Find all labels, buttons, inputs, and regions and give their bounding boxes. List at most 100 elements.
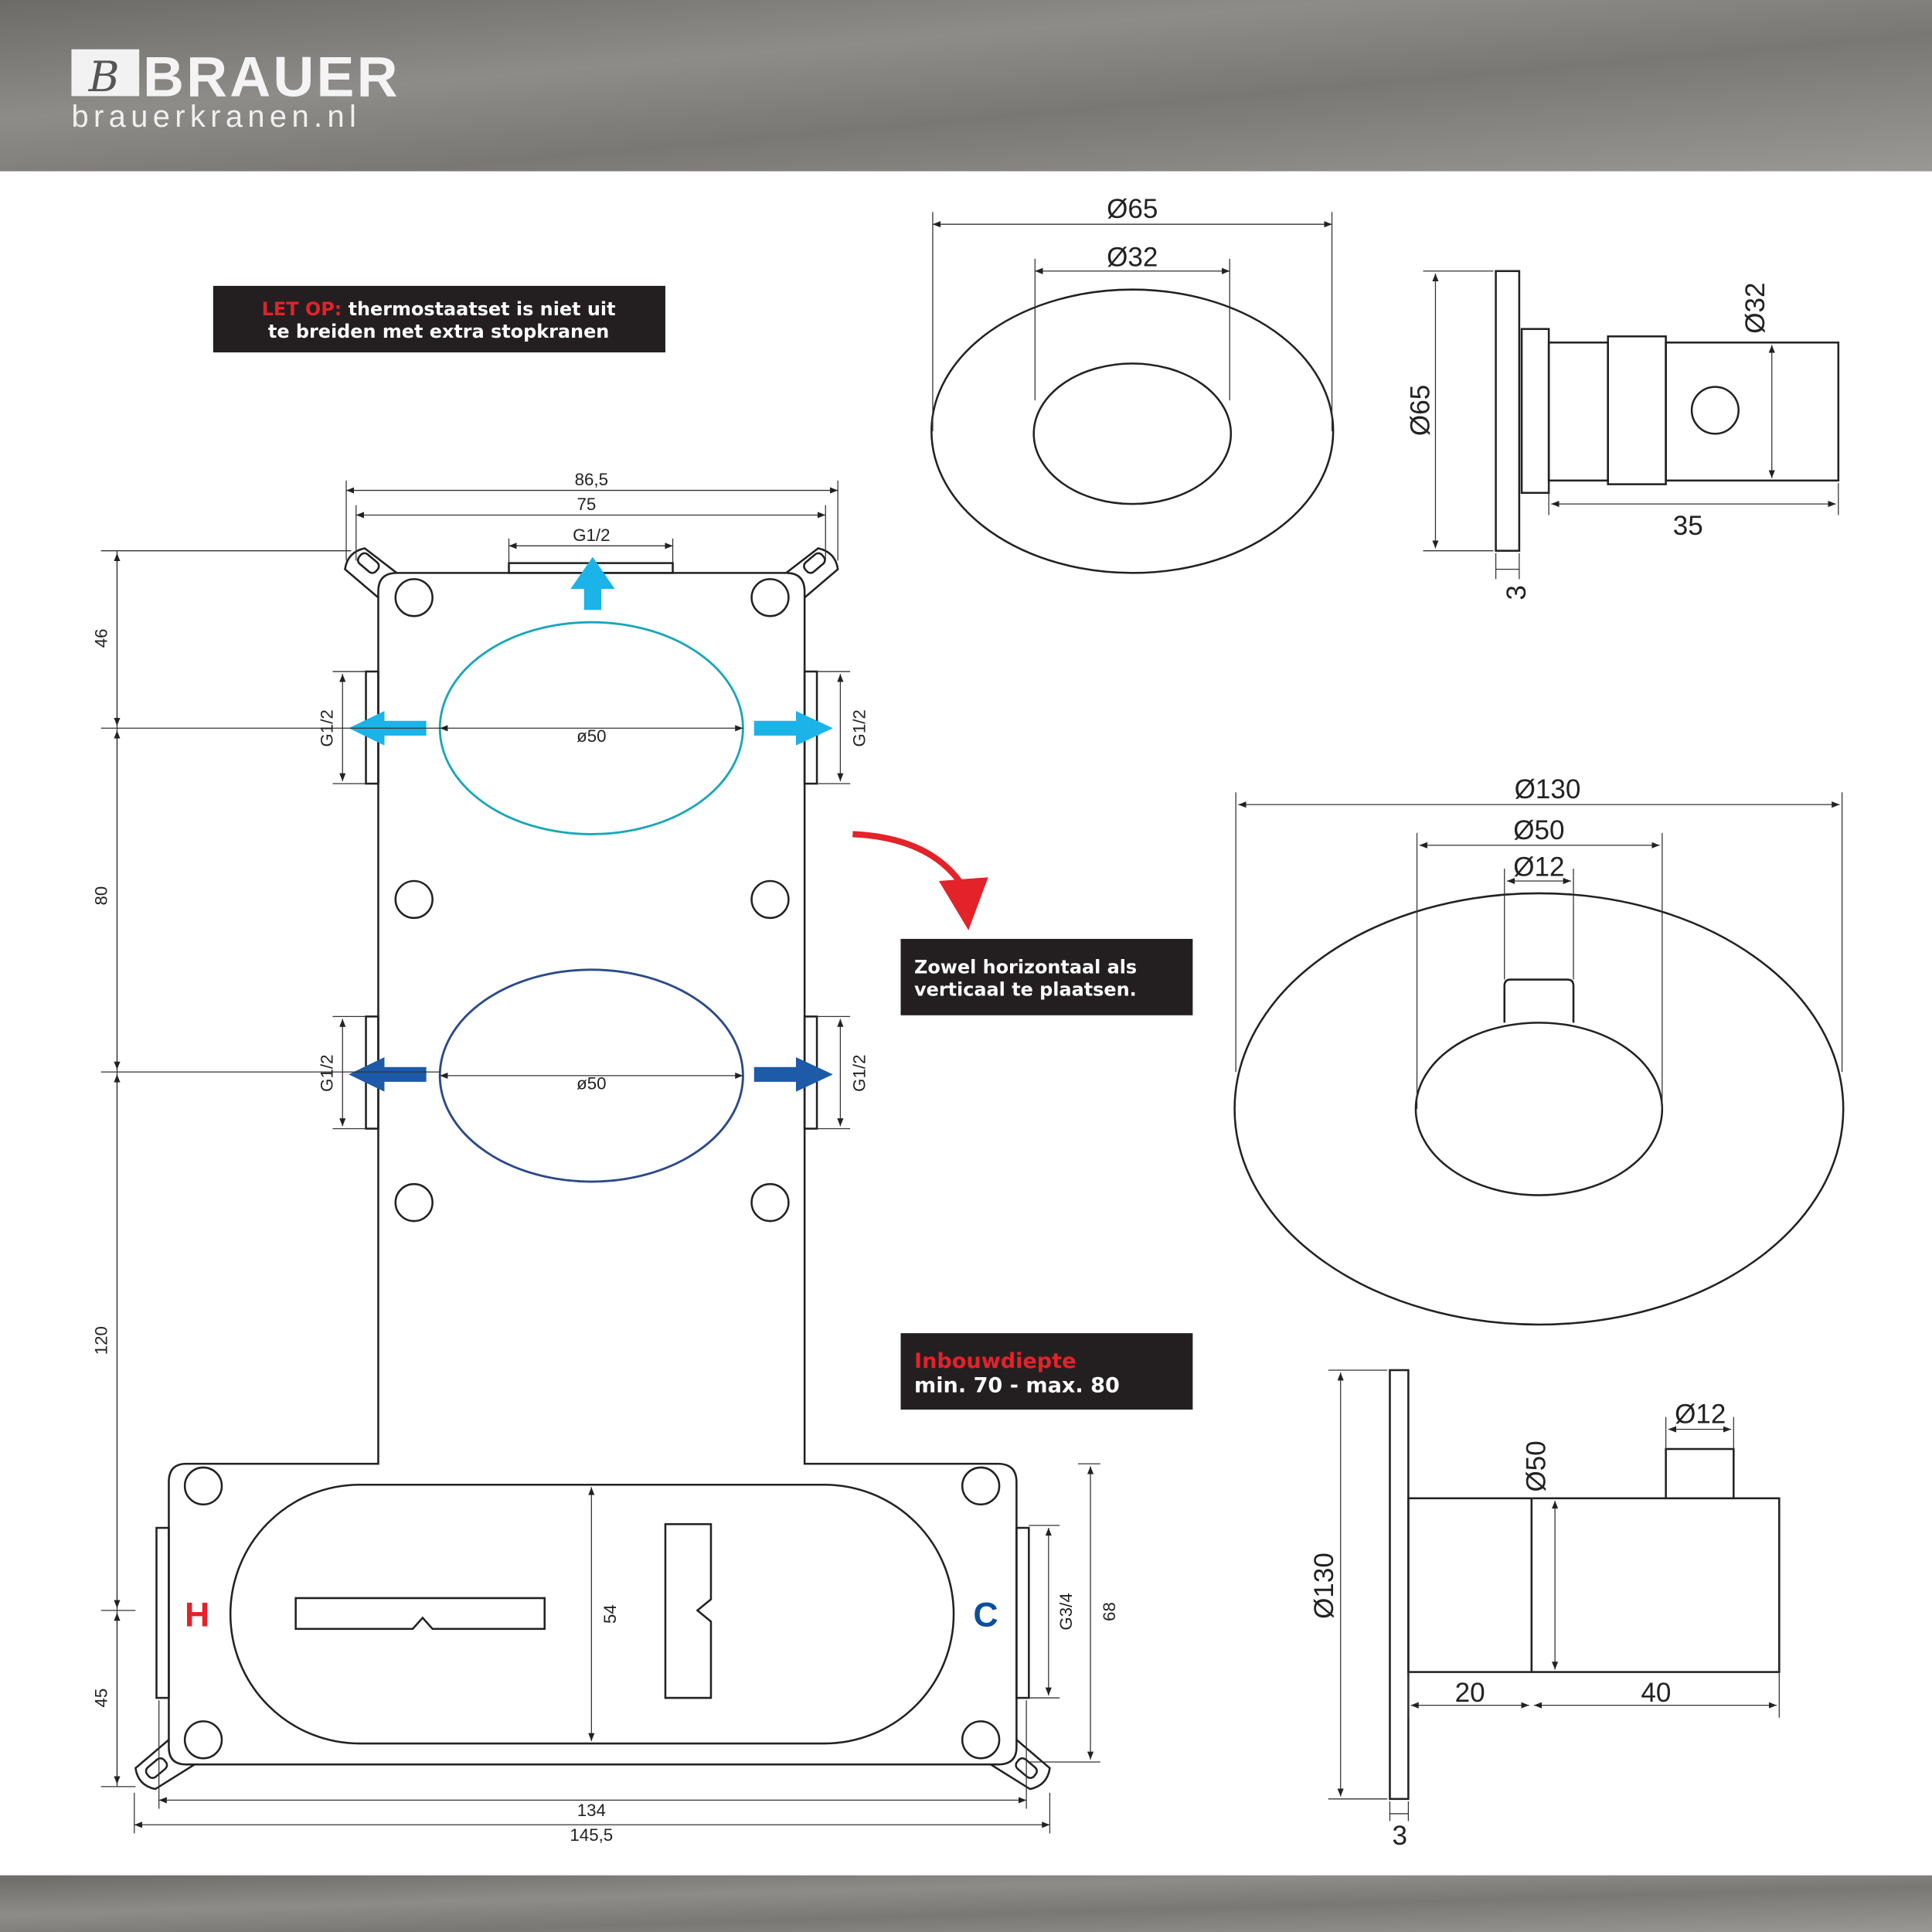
warning-prefix: LET OP:: [262, 298, 342, 320]
drawing-g: [1328, 1369, 1780, 1821]
footer-banner: [0, 1875, 1932, 1932]
drawing-ellipse: [1032, 362, 1233, 505]
drawing-ellipse: [1233, 892, 1845, 1326]
bottom-width-inner: 134: [577, 1801, 606, 1820]
depth-value: min. 70 - max. 80: [914, 1374, 1120, 1398]
large-side-height-dim: Ø130: [1309, 1553, 1339, 1619]
drawing-circle: [394, 1182, 434, 1223]
orientation-line2: verticaal te plaatsen.: [914, 978, 1137, 1000]
drawing-path: [344, 547, 398, 599]
bottom-width-outer: 145,5: [570, 1825, 613, 1845]
large-side-knob-dim: Ø50: [1521, 1440, 1551, 1492]
plate-dimensions: 86,5 75 G1/2 46 80 120 45 G1/2 G1/2 G1/2: [92, 470, 1119, 1845]
arrow-right-icon: [753, 710, 833, 746]
drawing-path: [294, 1597, 546, 1631]
drawing-g: [932, 212, 1333, 432]
drawing-g: [134, 547, 1051, 1791]
top-width-outer: 86,5: [575, 470, 608, 489]
mounting-plate: ø50 ø50 H C 54: [134, 547, 1051, 1791]
drawing-path: [785, 547, 839, 599]
drawing-rect: [1407, 1497, 1781, 1673]
depth-title: Inbouwdiepte: [914, 1349, 1076, 1373]
drawing-circle: [750, 578, 790, 617]
arrow-up-icon: [570, 556, 615, 611]
hot-label: H: [185, 1597, 209, 1634]
upper-circle-diameter: ø50: [577, 726, 606, 746]
orientation-line1: Zowel horizontaal als: [914, 957, 1137, 978]
header-banner: B BRAUER brauerkranen.nl: [0, 0, 1932, 172]
top-outlet-thread: G1/2: [573, 526, 610, 545]
small-rosette-front: Ø65 Ø32: [930, 194, 1335, 574]
drawing-circle: [394, 879, 434, 920]
drawing-circle: [183, 1466, 223, 1506]
warning-line2: te breiden met extra stopkranen: [268, 321, 609, 342]
arrow-right-icon: [753, 1056, 833, 1092]
side-thread-ll: G1/2: [317, 1055, 336, 1092]
drawing-circle: [750, 879, 790, 920]
large-side-depth1-dim: 20: [1455, 1678, 1485, 1708]
drawing-path: [990, 1739, 1051, 1791]
small-rosette-outer-dim: Ø65: [1107, 194, 1158, 224]
drawing-g: [155, 670, 1030, 1699]
drawing-circle: [961, 1466, 1001, 1506]
warning-line1: thermostaatset is niet uit: [349, 298, 616, 320]
drawing-rect: [803, 552, 826, 574]
top-width-inner: 75: [577, 495, 597, 514]
drawing-rect: [356, 552, 380, 574]
small-side-height-dim: Ø65: [1405, 385, 1435, 436]
mounting-holes: [183, 578, 1001, 1760]
drawing-rect: [1520, 328, 1550, 495]
large-side-view: Ø130 Ø50 Ø12 20 40 3: [1309, 1369, 1781, 1851]
brand-website: brauerkranen.nl: [71, 100, 361, 134]
lower-circle-diameter: ø50: [577, 1073, 606, 1093]
inlet-thread: G3/4: [1056, 1593, 1076, 1630]
drawing-g: [1029, 1463, 1100, 1763]
drawing-rect: [1015, 1757, 1038, 1779]
drawing-rect: [1015, 1526, 1030, 1699]
large-side-stem-dim: Ø12: [1675, 1400, 1726, 1430]
side-thread-ul: G1/2: [317, 709, 336, 747]
drawing-g: [332, 671, 851, 1130]
drawing-text: B: [88, 53, 120, 101]
drawing-text: LET OP: thermostaatset is niet uit: [262, 298, 616, 320]
drawing-rect: [155, 1526, 170, 1699]
bottom-height: 68: [1100, 1602, 1119, 1621]
drawing-rect: [1607, 335, 1667, 485]
drawing-rect: [229, 1483, 955, 1745]
drawing-rect: [1495, 270, 1521, 552]
drawing-rect: [1389, 1369, 1410, 1801]
small-side-depth-dim: 35: [1673, 511, 1703, 541]
side-thread-ur: G1/2: [849, 709, 869, 747]
small-side-plate-dim: 3: [1502, 585, 1532, 600]
installation-depth-note: Inbouwdiepte min. 70 - max. 80: [900, 1333, 1193, 1410]
drawing-circle: [961, 1720, 1001, 1760]
drawing-path: [664, 1522, 713, 1699]
drawing-g: [1423, 270, 1839, 580]
large-side-depth2-dim: 40: [1641, 1678, 1671, 1708]
dim-80: 80: [92, 886, 111, 906]
drawing-path: [134, 1739, 196, 1791]
large-side-plate-dim: 3: [1392, 1821, 1407, 1851]
drawing-path: [1503, 978, 1575, 1023]
drawing-circle: [750, 1182, 790, 1223]
red-arrow-head: [938, 877, 988, 930]
drawing-ellipse: [930, 288, 1335, 574]
orientation-note: Zowel horizontaal als verticaal te plaat…: [900, 938, 1193, 1015]
dim-46: 46: [92, 628, 111, 648]
brand-logo-mark: [71, 49, 140, 97]
small-side-knob-dim: Ø32: [1740, 282, 1770, 333]
drawing-rect: [213, 285, 665, 352]
dim-45: 45: [92, 1689, 111, 1708]
large-rosette-stem-dim: Ø12: [1513, 852, 1564, 883]
drawing-rect: [1665, 1447, 1735, 1500]
warning-note: LET OP: thermostaatset is niet uit te br…: [213, 285, 665, 352]
drawing-rect: [1547, 341, 1609, 482]
drawing-ellipse: [1414, 1022, 1664, 1196]
dim-120: 120: [92, 1326, 111, 1355]
drawing-path: [168, 572, 1018, 1766]
drawing-g: [100, 550, 440, 1787]
small-side-view: Ø65 Ø32 35 3: [1405, 270, 1840, 600]
small-rosette-inner-dim: Ø32: [1107, 242, 1158, 272]
drawing-rect: [1665, 341, 1840, 482]
